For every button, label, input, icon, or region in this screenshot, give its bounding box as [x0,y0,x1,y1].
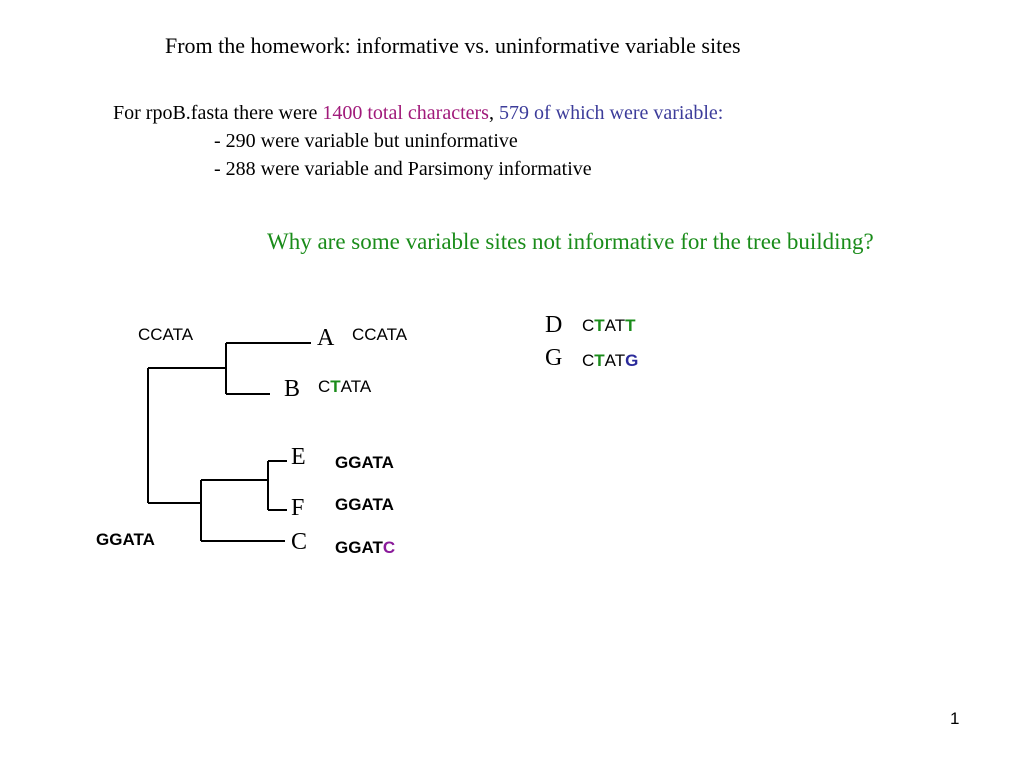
ancestor-ab-sequence: CCATA [138,325,194,344]
leaf-seq-e: GGATA [335,453,394,472]
leaf-label-c: C [291,529,308,555]
leaf-seq-c: GGATC [335,538,395,558]
leaf-seq-b: CTATA [318,377,371,397]
seq-highlight: T [330,377,341,396]
seq-highlight: C [382,538,396,557]
side-label-d: D [545,312,563,338]
intro-line: For rpoB.fasta there were 1400 total cha… [113,102,723,125]
seq-part: C [582,316,595,335]
intro-prefix: For rpoB.fasta there were [113,102,323,124]
seq-highlight: G [625,351,639,370]
variable-characters: 579 of which were variable: [498,102,724,124]
seq-part: C [318,377,331,396]
leaf-seq-a: CCATA [352,325,408,344]
intro-comma: , [488,102,499,124]
bullet-informative: - 288 were variable and Parsimony inform… [214,158,592,180]
slide-number: 1 [950,709,960,728]
seq-highlight: T [594,351,605,370]
bullet-uninformative: - 290 were variable but uninformative [214,130,518,152]
seq-part: ATA [340,377,372,396]
seq-highlight: T [594,316,605,335]
seq-part: C [582,351,595,370]
side-seq-g: CTATG [582,351,638,371]
seq-part: AT [604,316,626,335]
slide-title: From the homework: informative vs. uninf… [165,33,741,58]
seq-part: GGAT [335,538,383,557]
seq-part: AT [604,351,626,370]
leaf-label-b: B [284,376,301,402]
question: Why are some variable sites not informat… [267,229,874,254]
leaf-seq-f: GGATA [335,495,394,514]
seq-highlight: T [625,316,636,335]
side-seq-d: CTATT [582,316,636,336]
total-characters: 1400 total characters [322,102,489,124]
root-sequence: GGATA [96,530,155,549]
side-label-g: G [545,345,563,371]
leaf-label-f: F [291,495,305,521]
leaf-label-e: E [291,444,306,470]
leaf-label-a: A [317,325,335,351]
